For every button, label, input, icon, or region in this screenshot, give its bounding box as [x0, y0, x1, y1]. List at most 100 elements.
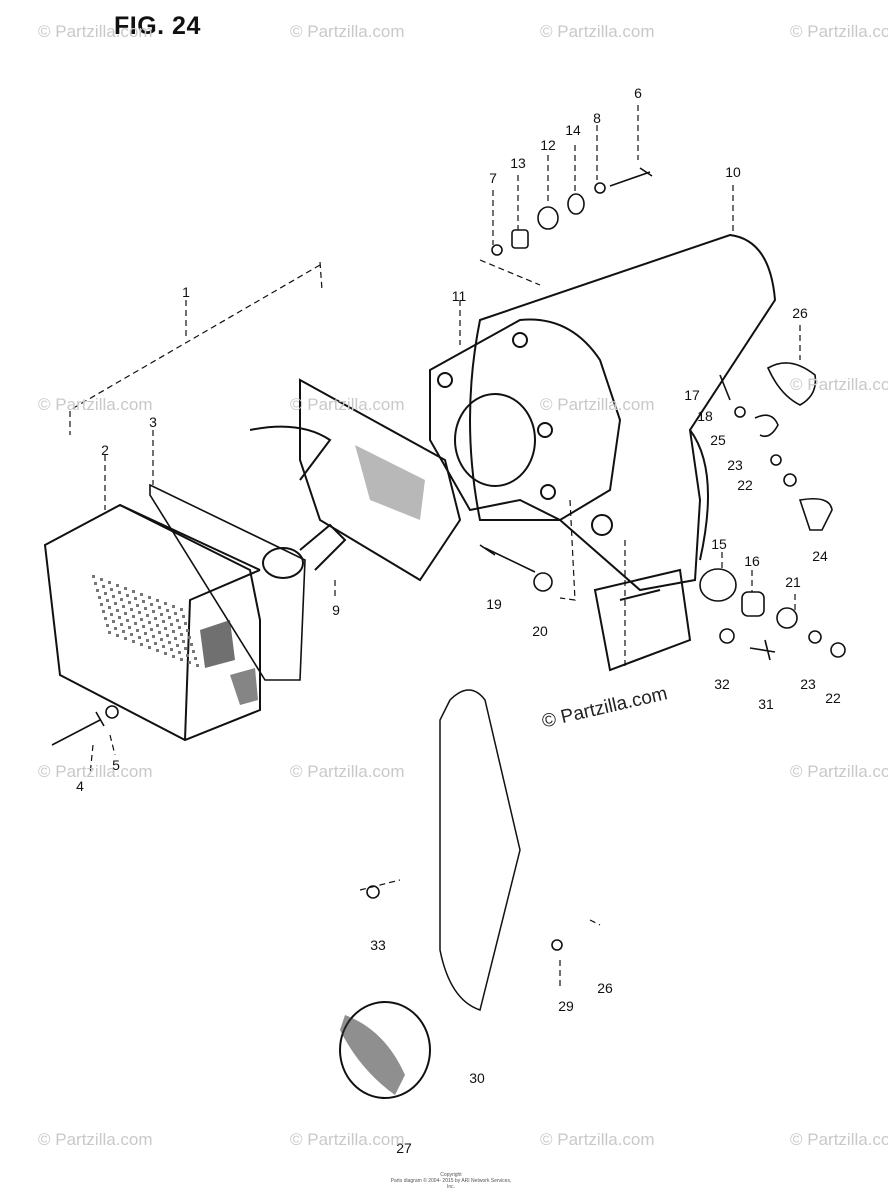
- callout-14: 14: [565, 122, 581, 138]
- copyright-line-2: Parts diagram © 2004- 2015 by ARI Networ…: [390, 1178, 512, 1190]
- lens-texture-dot: [102, 610, 105, 613]
- lens-texture-dot: [170, 648, 173, 651]
- lens-texture-dot: [98, 596, 101, 599]
- lens-texture-dot: [176, 619, 179, 622]
- lens-texture-dot: [136, 629, 139, 632]
- lens-texture-dot: [118, 591, 121, 594]
- lens-texture-dot: [116, 584, 119, 587]
- part-reflector-plate: [439, 689, 521, 1011]
- lens-texture-dot: [162, 645, 165, 648]
- lens-texture-dot: [184, 622, 187, 625]
- lens-texture-dot: [152, 610, 155, 613]
- lens-texture-dot: [112, 595, 115, 598]
- lens-texture-dot: [110, 613, 113, 616]
- lens-texture-dot: [108, 631, 111, 634]
- callout-13: 13: [510, 155, 526, 171]
- lens-texture-dot: [120, 623, 123, 626]
- callout-23b: 23: [800, 676, 816, 692]
- lens-texture-dot: [112, 620, 115, 623]
- figure-title: FIG. 24: [114, 12, 201, 40]
- lens-texture-dot: [116, 609, 119, 612]
- lens-texture-dot: [178, 651, 181, 654]
- lens-texture-dot: [180, 608, 183, 611]
- lens-texture-dot: [182, 640, 185, 643]
- callout-9: 9: [332, 602, 340, 618]
- lens-texture-dot: [156, 624, 159, 627]
- lens-texture-dot: [186, 629, 189, 632]
- lens-texture-dot: [122, 630, 125, 633]
- small-parts: [51, 167, 846, 951]
- callout-19: 19: [486, 596, 502, 612]
- lens-texture-dot: [96, 589, 99, 592]
- watermark: © Partzilla.com: [290, 762, 405, 781]
- copyright-line-1: Copyright: [440, 1172, 462, 1178]
- callout-24: 24: [812, 548, 828, 564]
- lens-texture-dot: [100, 603, 103, 606]
- lens-texture-dot: [148, 621, 151, 624]
- lens-texture-dot: [94, 582, 97, 585]
- lens-texture-dot: [188, 661, 191, 664]
- lens-texture-dot: [152, 635, 155, 638]
- callout-1: 1: [182, 284, 190, 300]
- callout-31: 31: [758, 696, 774, 712]
- lens-texture-dot: [172, 630, 175, 633]
- lens-texture-dot: [160, 613, 163, 616]
- callout-5: 5: [112, 757, 120, 773]
- lens-texture-dot: [188, 636, 191, 639]
- lens-texture-dot: [164, 652, 167, 655]
- lens-texture-dot: [146, 614, 149, 617]
- watermark: © Partzilla.com: [790, 762, 888, 781]
- callout-22b: 22: [825, 690, 841, 706]
- lens-texture-dot: [140, 593, 143, 596]
- callout-11: 11: [451, 288, 467, 304]
- lens-texture-dot: [138, 611, 141, 614]
- callout-12: 12: [540, 137, 556, 153]
- watermark: © Partzilla.com: [38, 22, 153, 41]
- lens-texture-dot: [132, 590, 135, 593]
- lens-texture-dot: [194, 657, 197, 660]
- lens-texture-dot: [148, 646, 151, 649]
- lens-texture-dot: [166, 609, 169, 612]
- lens-texture-dot: [124, 612, 127, 615]
- watermark: © Partzilla.com: [290, 22, 405, 41]
- callout-27: 27: [396, 1140, 412, 1156]
- lens-texture-dot: [164, 627, 167, 630]
- callout-6: 6: [634, 85, 642, 101]
- lens-texture-dot: [128, 601, 131, 604]
- callout-15: 15: [711, 536, 727, 552]
- watermark: © Partzilla.com: [540, 22, 655, 41]
- lens-texture-dot: [116, 634, 119, 637]
- lens-texture-dot: [150, 628, 153, 631]
- texture-dots: [92, 575, 199, 667]
- watermark: © Partzilla.com: [790, 375, 888, 394]
- callout-17: 17: [684, 387, 700, 403]
- lens-texture-dot: [176, 644, 179, 647]
- lens-texture-dot: [158, 631, 161, 634]
- shading: [200, 445, 425, 1095]
- lens-texture-dot: [144, 632, 147, 635]
- lens-texture-dot: [136, 604, 139, 607]
- lens-texture-dot: [174, 612, 177, 615]
- callout-7: 7: [489, 170, 497, 186]
- lens-texture-dot: [156, 599, 159, 602]
- callout-8: 8: [593, 110, 601, 126]
- callout-22: 22: [737, 477, 753, 493]
- lens-texture-dot: [124, 587, 127, 590]
- watermark: © Partzilla.com: [790, 1130, 888, 1149]
- callout-2: 2: [101, 442, 109, 458]
- callout-32: 32: [714, 676, 730, 692]
- lens-texture-dot: [154, 617, 157, 620]
- lens-texture-dot: [140, 643, 143, 646]
- part-2-lens-housing: [43, 503, 261, 742]
- lens-texture-dot: [130, 633, 133, 636]
- callout-20: 20: [532, 623, 548, 639]
- lens-texture-dot: [102, 585, 105, 588]
- lens-texture-dot: [180, 658, 183, 661]
- lens-texture-dot: [196, 664, 199, 667]
- lens-texture-dot: [134, 597, 137, 600]
- lens-texture-dot: [108, 606, 111, 609]
- part-11-plate: [429, 318, 622, 536]
- license-plate-bracket: [593, 568, 692, 672]
- lens-texture-dot: [104, 617, 107, 620]
